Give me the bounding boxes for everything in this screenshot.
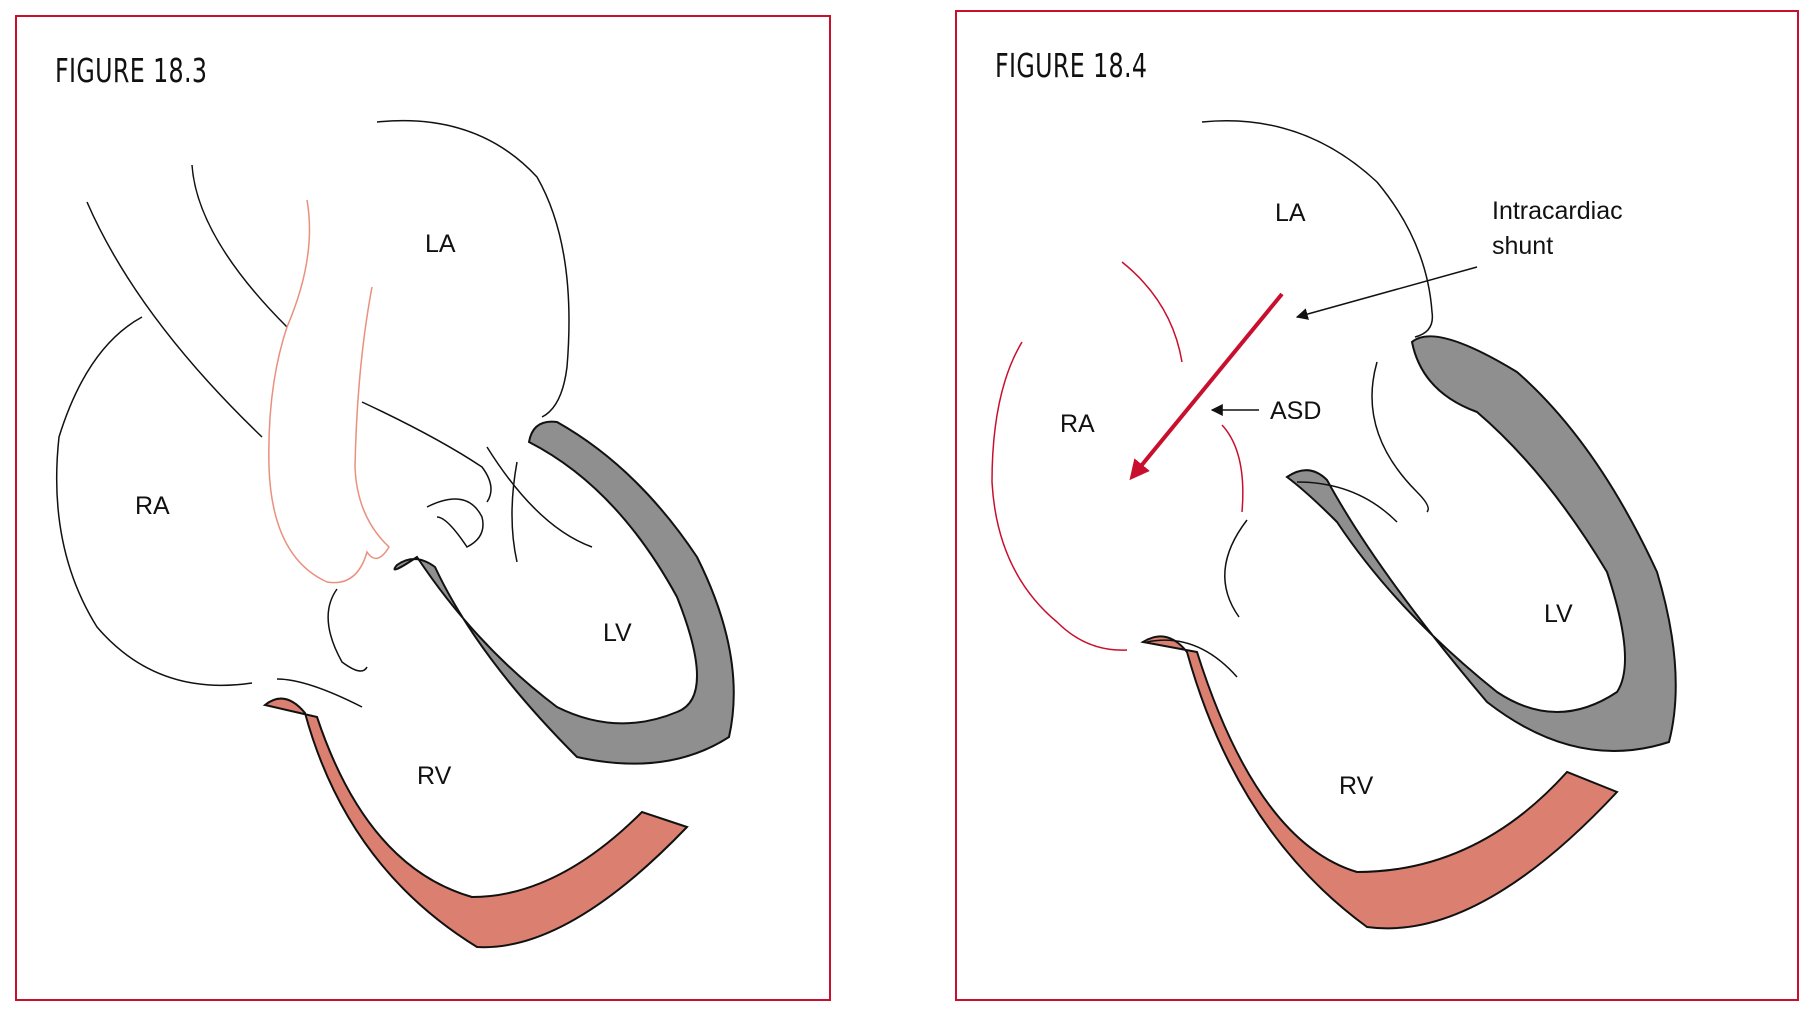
rv-inner-line	[1146, 639, 1238, 678]
heart-diagram-18-3: LA RA LV RV	[55, 119, 735, 949]
vessel-line-1	[86, 201, 263, 438]
label-ra: RA	[135, 492, 170, 520]
rv-wall	[262, 697, 689, 949]
lv-inner-line	[1296, 481, 1398, 523]
ra-outline	[991, 341, 1128, 651]
mitral-line	[1371, 361, 1429, 513]
lv-wall	[393, 420, 735, 765]
vessel-line-2	[191, 164, 288, 328]
label-lv: LV	[1544, 600, 1573, 628]
heart-diagram-18-4: LA RA LV RV Intracardiac shunt ASD	[991, 120, 1677, 930]
la-outline	[376, 119, 570, 418]
septum-line	[511, 461, 518, 563]
rv-wall	[1140, 635, 1619, 930]
annotation-shunt-line2: shunt	[1492, 232, 1553, 260]
lv-wall	[1285, 335, 1677, 752]
shunt-pointer-arrow	[1295, 266, 1478, 320]
mitral-line	[426, 498, 484, 548]
label-ra: RA	[1060, 410, 1095, 438]
label-lv: LV	[603, 619, 632, 647]
annotation-asd: ASD	[1270, 397, 1321, 425]
la-outline	[1201, 120, 1434, 338]
lv-inner-line	[486, 446, 593, 548]
tricuspid-line	[327, 588, 368, 672]
tricuspid-line	[1224, 519, 1248, 618]
annotation-shunt-line1: Intracardiac	[1492, 197, 1623, 225]
septum-lower	[1221, 424, 1244, 513]
vessel-line-3	[361, 401, 492, 503]
label-la: LA	[1275, 199, 1306, 227]
figure-title: FIGURE 18.4	[995, 46, 1148, 85]
figure-18-3-panel: FIGURE 18.3 LA RA LV RV	[15, 15, 831, 1001]
ra-outline	[55, 316, 253, 687]
figure-18-4-panel: FIGURE 18.4 LA RA LV	[955, 10, 1799, 1001]
shunt-arrow	[1129, 292, 1284, 481]
aorta	[268, 199, 390, 584]
label-la: LA	[425, 230, 456, 258]
rv-inner-line	[276, 678, 363, 708]
septum-upper	[1121, 261, 1183, 363]
label-rv: RV	[1339, 772, 1374, 800]
label-rv: RV	[417, 762, 452, 790]
figure-title: FIGURE 18.3	[55, 51, 208, 90]
